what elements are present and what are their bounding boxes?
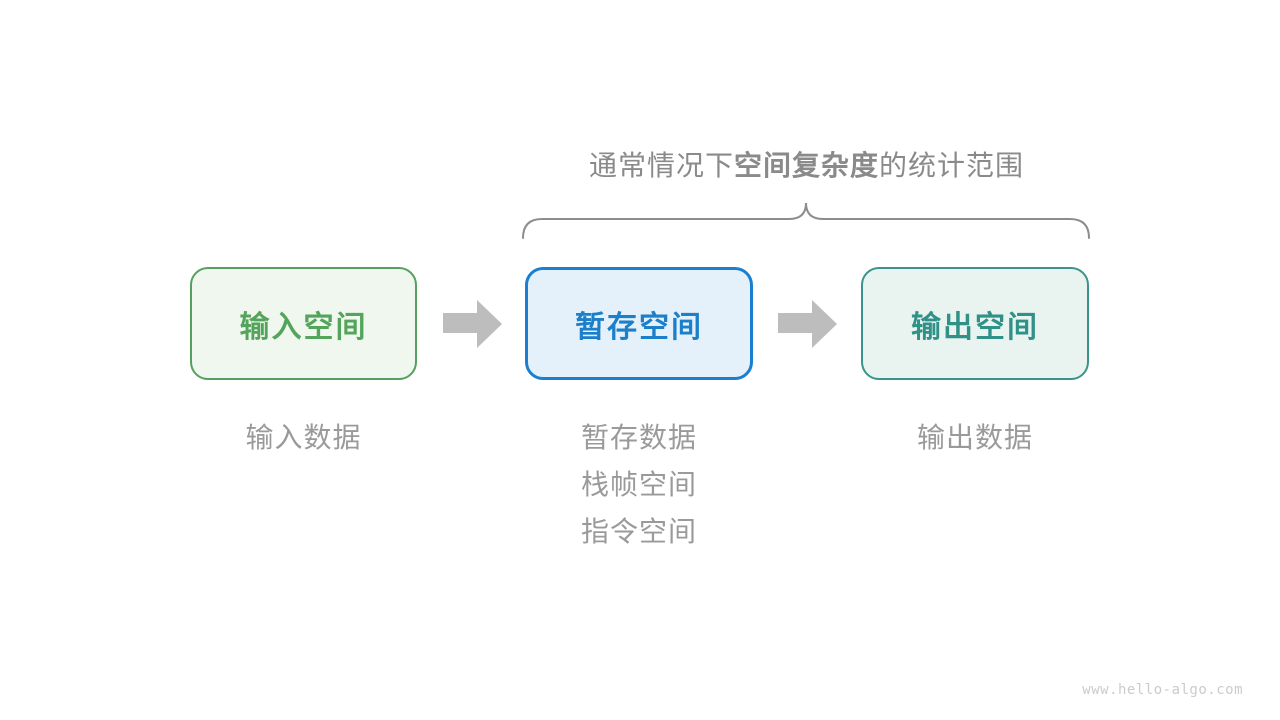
right-arrow-icon — [443, 300, 502, 348]
caption-output: 输出数据 — [861, 414, 1089, 461]
annotation-title-emphasis: 空间复杂度 — [733, 150, 879, 181]
box-input-space-label: 输入空间 — [239, 310, 368, 344]
right-arrow-icon — [778, 300, 837, 348]
watermark: www.hello-algo.com — [1082, 682, 1243, 698]
box-temp-space-label: 暂存空间 — [575, 310, 703, 344]
annotation-title: 通常情况下空间复杂度的统计范围 — [523, 144, 1090, 184]
annotation-title-prefix: 通常情况下 — [588, 150, 734, 181]
caption-temp: 暂存数据 栈帧空间 指令空间 — [525, 414, 753, 555]
curly-brace — [522, 202, 1090, 239]
caption-input: 输入数据 — [190, 414, 417, 461]
box-output-space: 输出空间 — [861, 267, 1089, 380]
caption-line: 输出数据 — [916, 422, 1033, 453]
curly-brace-path — [522, 202, 1090, 239]
caption-line: 指令空间 — [580, 516, 697, 547]
caption-line: 输入数据 — [245, 422, 362, 453]
right-arrow-shape — [443, 300, 502, 348]
box-output-space-label: 输出空间 — [911, 310, 1039, 344]
right-arrow-shape — [778, 300, 837, 348]
box-temp-space: 暂存空间 — [525, 267, 753, 380]
annotation-title-suffix: 的统计范围 — [879, 150, 1025, 181]
caption-line: 暂存数据 — [580, 422, 697, 453]
box-input-space: 输入空间 — [190, 267, 417, 380]
caption-line: 栈帧空间 — [580, 469, 697, 500]
